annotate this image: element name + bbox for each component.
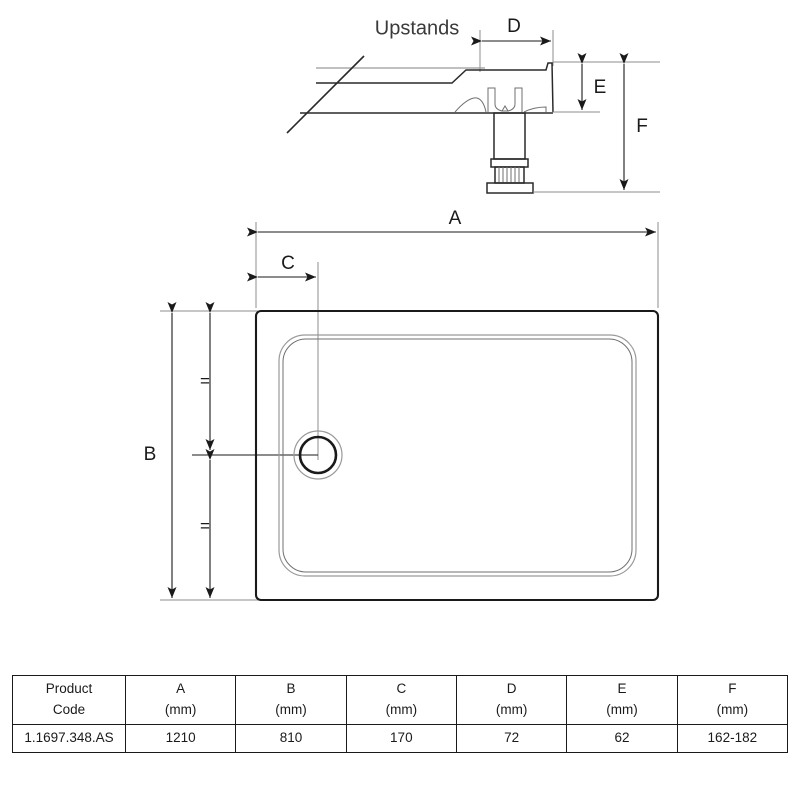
cell-value-f: 162-182 [676, 724, 789, 753]
rib-right [507, 87, 523, 112]
table-header-product-code: Product Code [12, 675, 126, 725]
rib-left [487, 87, 503, 112]
header-d-letter: D [506, 681, 517, 697]
header-c-letter: C [396, 681, 407, 697]
leg-collar [490, 158, 529, 168]
cell-value-b: 810 [235, 724, 347, 753]
specification-table: Product Code A (mm) B (mm) C (mm) [12, 675, 789, 753]
specification-table-container: Product Code A (mm) B (mm) C (mm) [12, 675, 789, 753]
upstand-section-view: Upstands D E F [286, 16, 660, 194]
header-product-line2: Code [52, 702, 86, 717]
dimension-label-c: C [281, 253, 295, 274]
tray-basin-outer-contour [278, 334, 637, 577]
cell-product-code: 1.1697.348.AS [12, 724, 126, 753]
tray-plan-view: A C B = = [144, 208, 660, 602]
header-e-letter: E [617, 681, 627, 697]
break-line [286, 55, 365, 134]
leg-knurl-lines [498, 167, 520, 183]
boss-fillet-left [454, 97, 487, 113]
cell-value-e: 62 [566, 724, 678, 753]
table-header-f: F (mm) [676, 675, 789, 725]
leg-post [493, 112, 526, 160]
dimension-label-e: E [594, 77, 607, 98]
tray-outer-body [254, 309, 660, 602]
header-f-unit: (mm) [716, 702, 749, 717]
equal-mark-upper: = [200, 371, 210, 390]
upstand-profile-upper [316, 62, 554, 113]
drain-outer-ring [293, 430, 343, 480]
dimension-label-f: F [636, 116, 648, 137]
table-header-a: A (mm) [124, 675, 237, 725]
header-product-line1: Product [45, 681, 93, 697]
header-b-unit: (mm) [275, 702, 307, 717]
header-d-unit: (mm) [495, 702, 528, 717]
dimension-label-a: A [449, 208, 462, 229]
table-row: 1.1697.348.AS 1210 810 170 72 62 162-182 [12, 724, 789, 753]
table-header-row: Product Code A (mm) B (mm) C (mm) [12, 675, 789, 725]
table-header-d: D (mm) [455, 675, 568, 725]
cell-value-c: 170 [345, 724, 457, 753]
header-a-unit: (mm) [164, 702, 197, 717]
adjustable-leg [486, 112, 534, 194]
leg-foot-plate [486, 182, 534, 194]
dimension-label-d: D [507, 16, 521, 37]
equal-mark-lower: = [200, 516, 210, 535]
dimension-label-b: B [144, 444, 157, 465]
drain-hole [298, 435, 338, 475]
header-f-letter: F [728, 681, 737, 697]
upstands-note-label: Upstands [375, 17, 460, 39]
rib-center-notch [501, 105, 509, 112]
table-header-e: E (mm) [566, 675, 678, 725]
header-e-unit: (mm) [606, 702, 638, 717]
tray-basin-inner-contour [282, 338, 633, 573]
waste-boss-detail [454, 87, 547, 113]
cell-value-d: 72 [455, 724, 568, 753]
header-a-letter: A [176, 681, 186, 697]
table-header-b: B (mm) [235, 675, 347, 725]
boss-fillet-right [523, 106, 547, 113]
cell-value-a: 1210 [124, 724, 237, 753]
header-c-unit: (mm) [385, 702, 418, 717]
header-b-letter: B [286, 681, 296, 697]
table-header-c: C (mm) [345, 675, 457, 725]
